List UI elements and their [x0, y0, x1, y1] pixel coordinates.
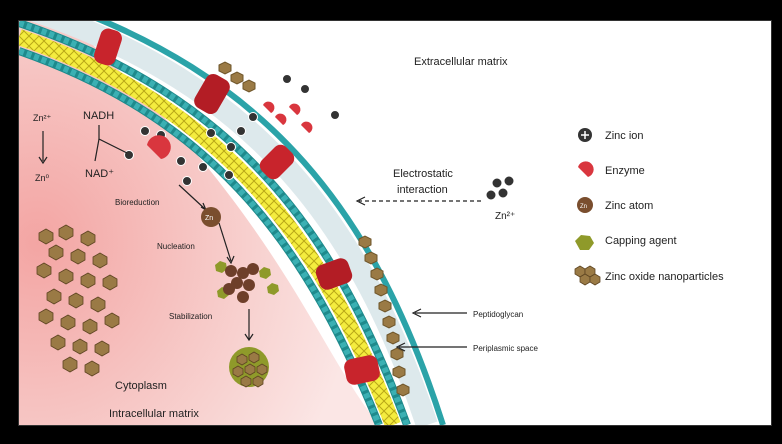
enzyme-icon — [578, 161, 594, 177]
zn2plus-right-label: Zn²⁺ — [495, 211, 515, 222]
diagram-panel: Zn — [18, 20, 772, 426]
nadh-label: NADH — [83, 110, 114, 122]
legend-zinc-atom-label: Zinc atom — [605, 200, 653, 212]
zinc-oxide-nanoparticle-icon — [575, 266, 600, 285]
svg-text:Zn: Zn — [205, 215, 213, 222]
zinc-ion-icon — [578, 128, 592, 142]
legend-capping-agent-label: Capping agent — [605, 235, 677, 247]
zinc-atom-icon: Zn — [577, 197, 593, 213]
extracellular-label: Extracellular matrix — [414, 56, 508, 68]
electrostatic-label-line1: Electrostatic — [393, 168, 453, 180]
capping-agent-icon — [575, 235, 594, 250]
legend-zinc-ion-label: Zinc ion — [605, 130, 644, 142]
legend-enzyme-label: Enzyme — [605, 165, 645, 177]
legend-zno-label: Zinc oxide nanoparticles — [605, 271, 724, 283]
zinc-atom-cell: Zn — [201, 207, 221, 227]
nucleation-label: Nucleation — [157, 242, 195, 251]
peptidoglycan-label: Peptidoglycan — [473, 310, 523, 319]
svg-text:Zn: Zn — [580, 204, 587, 210]
cytoplasm-label: Cytoplasm — [115, 380, 167, 392]
external-zinc-ions — [486, 176, 514, 200]
biosynthesis-diagram: Zn — [19, 21, 771, 425]
periplasmic-label: Periplasmic space — [473, 344, 538, 353]
zn2plus-left-label: Zn²⁺ — [33, 113, 52, 123]
stabilized-nanoparticle — [229, 347, 269, 387]
stabilization-label: Stabilization — [169, 312, 212, 321]
nad-label: NAD⁺ — [85, 168, 114, 180]
zn0-label: Zn⁰ — [35, 173, 50, 183]
intracellular-label: Intracellular matrix — [109, 408, 199, 420]
electrostatic-label-line2: interaction — [397, 184, 448, 196]
bioreduction-label: Bioreduction — [115, 198, 159, 207]
legend: Zinc ion Enzyme Zn Zinc atom Capping age… — [575, 128, 724, 285]
